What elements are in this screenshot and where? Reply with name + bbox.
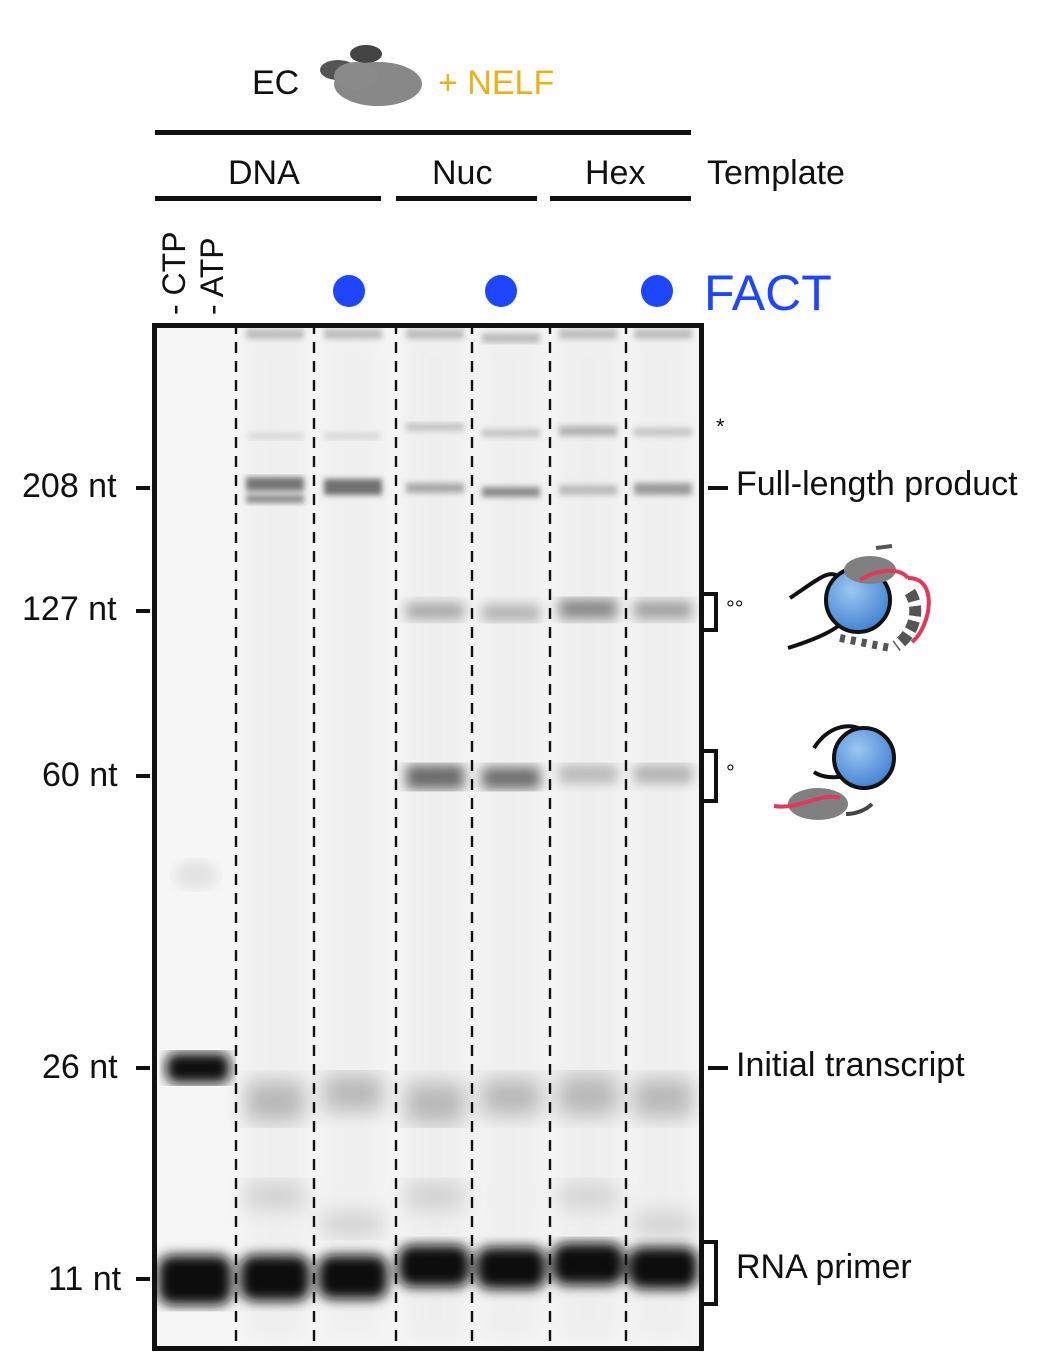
- ctp-label: - CTP: [156, 231, 192, 315]
- nuc-bar: [396, 196, 537, 201]
- marker-208: 208 nt: [22, 467, 117, 505]
- marker-60-tick: [136, 774, 150, 778]
- nelf-label: + NELF: [438, 64, 555, 102]
- hex-bar: [550, 196, 691, 201]
- fact-dot-dna: [333, 275, 365, 307]
- marker-26-tick: [136, 1066, 150, 1070]
- rna-primer-label: RNA primer: [736, 1248, 912, 1286]
- initial-transcript-tick: [708, 1066, 728, 1070]
- marker-26: 26 nt: [42, 1048, 118, 1086]
- bracket-primer: [704, 1240, 718, 1306]
- atp-label: - ATP: [194, 237, 230, 315]
- dna-bar: [155, 196, 381, 201]
- marker-11-tick: [136, 1277, 150, 1281]
- marker-127: 127 nt: [22, 590, 117, 628]
- template-hex-label: Hex: [585, 154, 646, 192]
- condition-bar: [155, 130, 691, 135]
- polymerase-complex-icon: [320, 45, 422, 106]
- full-length-tick: [708, 486, 728, 490]
- double-circle-label: °°: [726, 596, 744, 621]
- nucleosome-paused-icon: [773, 724, 896, 820]
- ec-label: EC: [252, 64, 300, 102]
- asterisk-label: *: [716, 414, 725, 439]
- full-length-label: Full-length product: [736, 465, 1018, 503]
- marker-127-tick: [136, 609, 150, 613]
- fact-dot-hex: [641, 275, 673, 307]
- fact-label: FACT: [704, 265, 832, 321]
- template-nuc-label: Nuc: [432, 154, 493, 192]
- marker-208-tick: [136, 486, 150, 490]
- fact-dot-nuc: [485, 275, 517, 307]
- bracket-127: [704, 592, 718, 632]
- template-row-label: Template: [707, 154, 845, 192]
- initial-transcript-label: Initial transcript: [736, 1046, 965, 1084]
- template-dna-label: DNA: [228, 154, 300, 192]
- gel-image: [152, 323, 704, 1351]
- nucleosome-passage-icon: [787, 544, 931, 652]
- single-circle-label: °: [726, 760, 735, 785]
- marker-60: 60 nt: [42, 756, 118, 794]
- bracket-60: [704, 749, 718, 803]
- marker-11: 11 nt: [48, 1260, 122, 1298]
